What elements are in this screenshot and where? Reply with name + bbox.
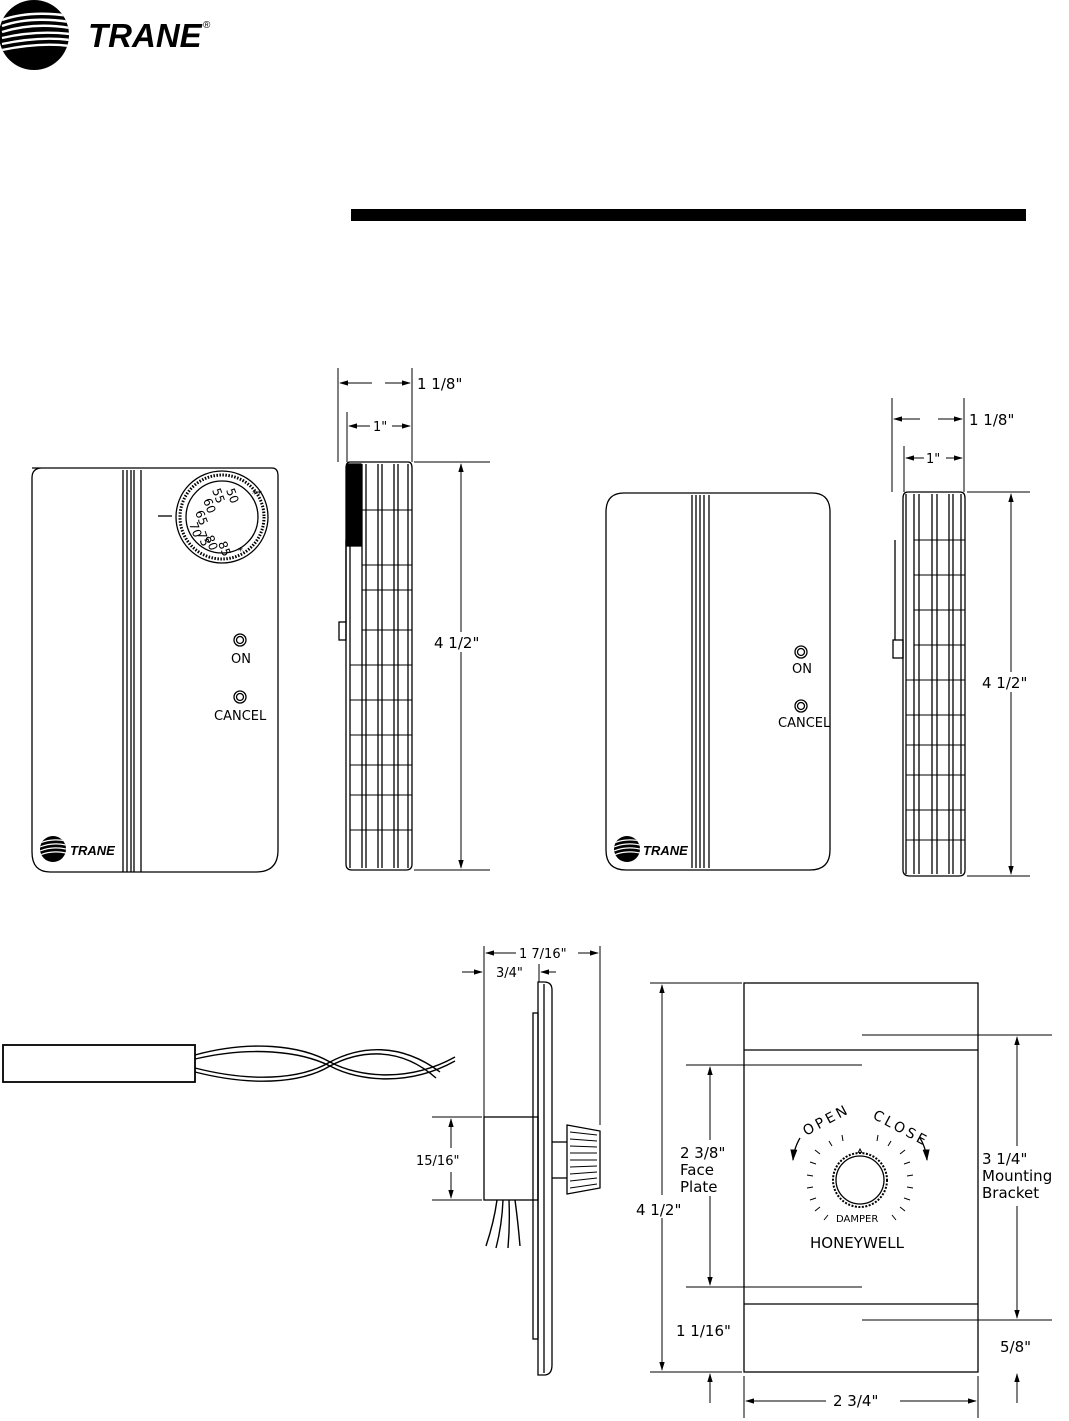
setpoint-dial[interactable] [175, 470, 269, 564]
depth-total-dimension: 1 1/8" [969, 411, 1014, 429]
trane-emblem-icon [0, 0, 69, 70]
trane-badge-b: TRANE [614, 836, 688, 862]
on-indicator-icon[interactable] [794, 645, 808, 659]
damper-width-dimension: 2 3/4" [833, 1392, 878, 1410]
dial-scale: 50 55 60 65 70 75 80 85 ** * [186, 486, 262, 558]
dial-number: 55 [209, 486, 227, 505]
dial-number: 75 [194, 529, 212, 548]
on-label: ON [792, 662, 812, 677]
thermostat-b-side [892, 491, 966, 877]
bracket-label-line1: Mounting [982, 1167, 1052, 1185]
sensor-leads-icon [194, 1045, 456, 1082]
bracket-label-line2: Bracket [982, 1184, 1039, 1202]
remote-sensor [2, 1044, 456, 1083]
cancel-label: CANCEL [214, 709, 267, 724]
bottom-gap-dimension: 1 1/16" [676, 1322, 731, 1340]
dial-number: 60 [200, 496, 218, 515]
trane-logo: TRANE ® [0, 0, 211, 70]
depth-total-dimension: 1 1/8" [417, 375, 462, 393]
registered-mark: ® [203, 20, 211, 31]
bracket-dimension: 3 1/4" [982, 1150, 1027, 1168]
damper-front-dimensions [650, 982, 1052, 1418]
cancel-indicator-icon[interactable] [794, 699, 808, 713]
badge-wordmark: TRANE [70, 843, 115, 858]
dial-number: 50 [223, 486, 241, 505]
on-label: ON [231, 652, 251, 667]
damper-height-dimension: 4 1/2" [636, 1201, 681, 1219]
damper-front-view [743, 982, 979, 1373]
dial-mark-icon: * [238, 546, 243, 557]
trane-emblem-icon [614, 836, 640, 862]
thermostat-a-dimensions [337, 368, 490, 871]
damper-scale-ticks [806, 1134, 914, 1221]
faceplate-dimension: 2 3/8" [680, 1144, 725, 1162]
badge-wordmark: TRANE [643, 843, 688, 858]
damper-leads-icon [485, 1199, 521, 1249]
thermostat-a-front [31, 467, 279, 873]
dial-number: 85 [215, 539, 233, 558]
damper-front-depth-dimension: 3/4" [496, 966, 523, 981]
dial-knurl-icon [346, 463, 362, 547]
on-indicator-icon[interactable] [233, 633, 247, 647]
open-label: OPEN [800, 1102, 852, 1140]
thermostat-a-side [338, 461, 413, 871]
damper-side-view [483, 981, 601, 1376]
cancel-label: CANCEL [778, 716, 831, 731]
damper-knob-icon [566, 1124, 601, 1195]
damper-total-depth-dimension: 1 7/16" [519, 947, 567, 962]
section-rule [351, 209, 1026, 221]
depth-body-dimension: 1" [926, 452, 940, 467]
close-arrow-icon [919, 1137, 930, 1162]
damper-side-dimensions [432, 946, 601, 1201]
trane-badge-a: TRANE [40, 836, 115, 862]
brand-wordmark: TRANE [88, 17, 203, 54]
damper-knob[interactable] [832, 1152, 888, 1208]
faceplate-label-line1: Face [680, 1161, 714, 1179]
dial-number: 80 [202, 533, 220, 552]
manufacturer-label: HONEYWELL [810, 1234, 905, 1252]
bracket-gap-dimension: 5/8" [1000, 1338, 1031, 1356]
faceplate-label-line2: Plate [680, 1178, 718, 1196]
damper-knob-label: DAMPER [836, 1214, 878, 1225]
cancel-indicator-icon[interactable] [233, 690, 247, 704]
dial-number: 70 [186, 520, 204, 539]
trane-emblem-icon [40, 836, 66, 862]
close-label: CLOSE [870, 1107, 931, 1150]
damper-box-dimension: 15/16" [416, 1154, 459, 1169]
dial-number: 65 [192, 508, 210, 527]
height-dimension: 4 1/2" [434, 634, 479, 652]
height-dimension: 4 1/2" [982, 674, 1027, 692]
thermostat-b-front [605, 492, 831, 871]
dial-mark-icon: ** [252, 489, 262, 500]
open-arrow-icon [790, 1137, 801, 1162]
depth-body-dimension: 1" [373, 420, 387, 435]
